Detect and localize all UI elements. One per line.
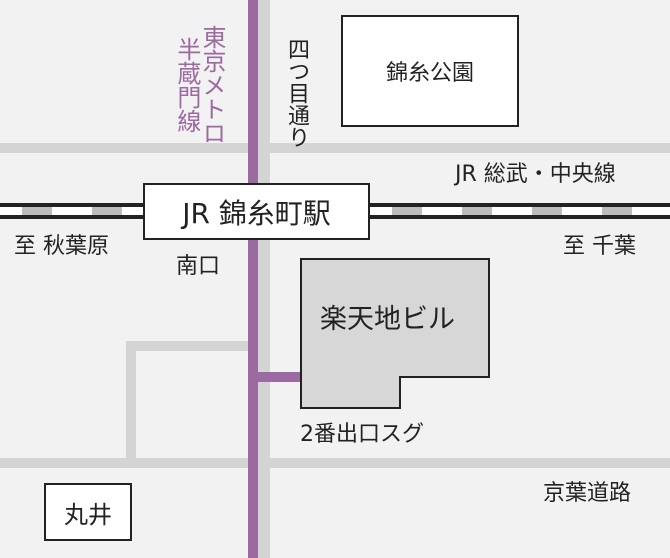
park-label: 錦糸公園: [385, 61, 474, 86]
street-yotsume-label: 四つ目通り: [284, 38, 309, 148]
direction-akihabara-label: 至 秋葉原: [14, 234, 109, 259]
direction-chiba-label: 至 千葉: [563, 234, 636, 259]
store-marui: 丸井: [44, 483, 132, 541]
park-kinshi: 錦糸公園: [341, 15, 519, 127]
road-keiyo-horizontal: [0, 458, 670, 468]
store-marui-label: 丸井: [64, 500, 112, 529]
metro-line-label: 東京メトロ半蔵門線: [172, 25, 226, 145]
metro-hanzomon-line: [248, 0, 258, 558]
road-upper-horizontal: [0, 143, 670, 153]
exit-2-label: 2番出口スグ: [300, 422, 424, 447]
building-rakutenchi-label: 楽天地ビル: [320, 304, 455, 335]
road-side-horizontal: [126, 341, 250, 351]
station-label: JR 錦糸町駅: [182, 196, 331, 230]
metro-exit-connector: [250, 372, 302, 382]
jr-line-label: JR 総武・中央線: [455, 162, 616, 187]
south-exit-label: 南口: [176, 254, 221, 279]
road-side-vertical: [126, 343, 136, 463]
road-keiyo-label: 京葉道路: [543, 481, 632, 506]
station-kinshicho: JR 錦糸町駅: [143, 183, 370, 240]
building-rakutenchi: [300, 258, 490, 409]
